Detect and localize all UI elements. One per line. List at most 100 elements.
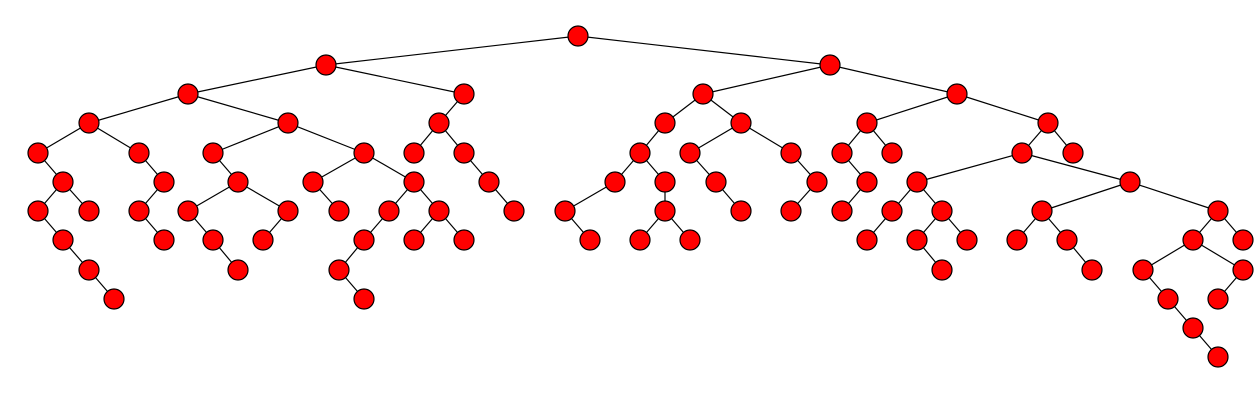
tree-node — [78, 112, 100, 134]
tree-node — [705, 171, 727, 193]
tree-node — [654, 112, 676, 134]
tree-edge — [866, 93, 958, 124]
tree-node — [604, 171, 626, 193]
tree-edge — [187, 93, 289, 124]
tree-node — [403, 142, 425, 164]
tree-node — [692, 83, 714, 105]
tree-node — [679, 142, 701, 164]
tree-node — [1081, 259, 1103, 281]
tree-node — [503, 200, 525, 222]
tree-node — [52, 229, 74, 251]
tree-node — [302, 171, 324, 193]
tree-node — [856, 229, 878, 251]
tree-node — [906, 229, 928, 251]
tree-node — [153, 171, 175, 193]
tree-node — [1037, 112, 1059, 134]
tree-node — [78, 259, 100, 281]
tree-node — [654, 200, 676, 222]
tree-root-node — [567, 25, 589, 47]
tree-node — [1207, 288, 1229, 310]
tree-node — [1006, 229, 1028, 251]
tree-node — [780, 200, 802, 222]
tree-node — [128, 142, 150, 164]
tree-node — [579, 229, 601, 251]
tree-edge — [577, 35, 831, 66]
tree-node — [353, 288, 375, 310]
tree-nodes — [27, 25, 1254, 368]
tree-node — [730, 112, 752, 134]
tree-node — [806, 171, 828, 193]
tree-edge — [956, 93, 1049, 124]
tree-node — [403, 229, 425, 251]
tree-edge — [916, 152, 1023, 183]
tree-node — [52, 171, 74, 193]
tree-node — [403, 171, 425, 193]
tree-node — [428, 112, 450, 134]
tree-node — [931, 200, 953, 222]
tree-node — [931, 259, 953, 281]
tree-node — [153, 229, 175, 251]
tree-edge — [702, 64, 831, 95]
tree-node — [478, 171, 500, 193]
tree-node — [881, 142, 903, 164]
tree-node — [252, 229, 274, 251]
tree-node — [353, 142, 375, 164]
tree-edge — [287, 122, 365, 154]
tree-node — [1207, 346, 1229, 368]
tree-node — [227, 171, 249, 193]
tree-edges — [37, 35, 1244, 358]
tree-node — [315, 54, 337, 76]
tree-edge — [88, 93, 189, 124]
tree-node — [328, 259, 350, 281]
tree-node — [1182, 229, 1204, 251]
tree-node — [1011, 142, 1033, 164]
tree-node — [730, 200, 752, 222]
tree-node — [946, 83, 968, 105]
tree-node — [819, 54, 841, 76]
tree-node — [202, 142, 224, 164]
tree-node — [227, 259, 249, 281]
tree-node — [428, 200, 450, 222]
tree-node — [554, 200, 576, 222]
tree-node — [128, 200, 150, 222]
tree-node — [654, 171, 676, 193]
tree-node — [277, 112, 299, 134]
tree-node — [453, 142, 475, 164]
tree-edge — [829, 64, 958, 95]
tree-node — [856, 171, 878, 193]
tree-node — [831, 142, 853, 164]
tree-edge — [1021, 152, 1131, 183]
tree-node — [629, 142, 651, 164]
tree-node — [1157, 288, 1179, 310]
tree-node — [1232, 229, 1254, 251]
tree-node — [177, 200, 199, 222]
tree-node — [679, 229, 701, 251]
tree-node — [856, 112, 878, 134]
tree-edge — [1129, 181, 1219, 212]
tree-node — [629, 229, 651, 251]
tree-node — [906, 171, 928, 193]
tree-node — [1056, 229, 1078, 251]
tree-node — [1031, 200, 1053, 222]
tree-node — [1062, 142, 1084, 164]
tree-node — [103, 288, 125, 310]
tree-node — [378, 200, 400, 222]
tree-edge — [1041, 181, 1131, 212]
tree-node — [353, 229, 375, 251]
tree-node — [27, 200, 49, 222]
tree-node — [1232, 259, 1254, 281]
tree-node — [453, 229, 475, 251]
tree-node — [453, 83, 475, 105]
tree-node — [202, 229, 224, 251]
tree-node — [1119, 171, 1141, 193]
tree-edge — [325, 35, 579, 66]
tree-node — [328, 200, 350, 222]
tree-node — [1182, 317, 1204, 339]
tree-node — [78, 200, 100, 222]
tree-node — [1132, 259, 1154, 281]
tree-edge — [187, 64, 327, 95]
tree-node — [1207, 200, 1229, 222]
tree-node — [881, 200, 903, 222]
tree-node — [27, 142, 49, 164]
